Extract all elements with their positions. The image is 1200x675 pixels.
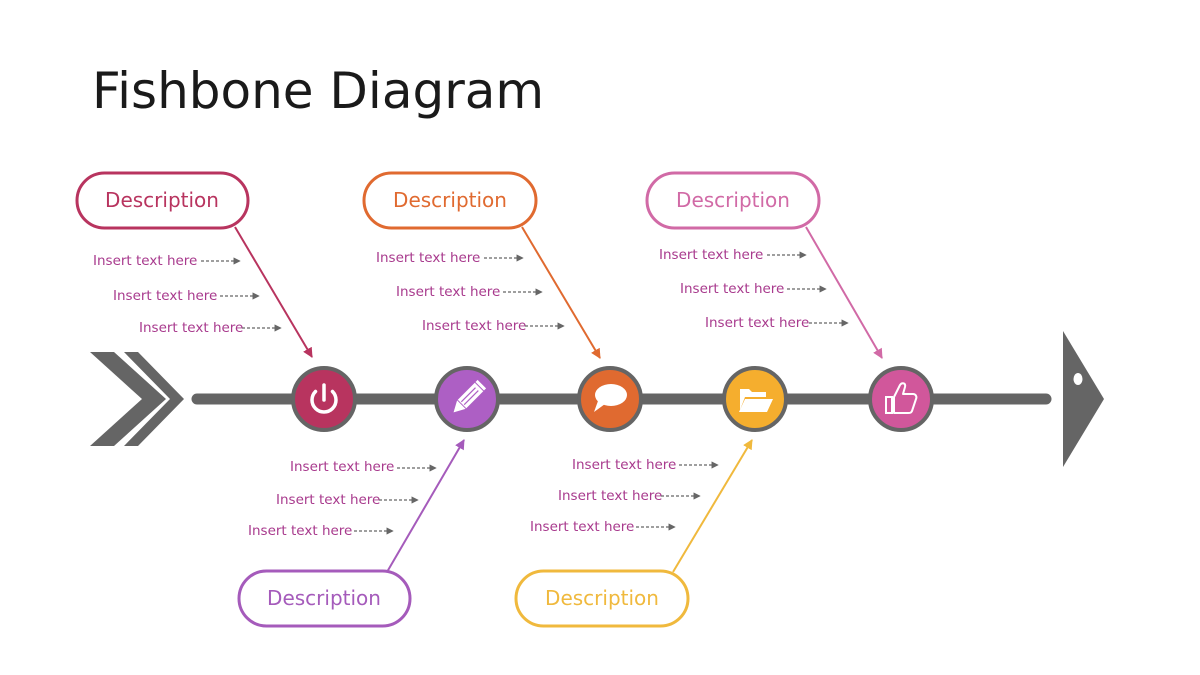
item-text: Insert text here xyxy=(290,459,394,475)
item-text: Insert text here xyxy=(396,284,500,300)
node-pencil xyxy=(434,366,500,432)
item-text: Insert text here xyxy=(113,288,217,304)
description-box xyxy=(75,171,250,230)
branch-line xyxy=(805,226,883,359)
item-text: Insert text here xyxy=(705,315,809,331)
item-text: Insert text here xyxy=(680,281,784,297)
item-text: Insert text here xyxy=(659,247,763,263)
tail-chevron-outer xyxy=(90,352,166,446)
pencil-icon xyxy=(453,379,487,413)
item-text: Insert text here xyxy=(376,250,480,266)
item-text: Insert text here xyxy=(422,318,526,334)
node-chat xyxy=(577,366,643,432)
description-box xyxy=(362,171,538,230)
item-text: Insert text here xyxy=(248,523,352,539)
description-box xyxy=(237,569,412,628)
item-text: Insert text here xyxy=(558,488,662,504)
bottom-branch-2: Description Insert text here Insert text… xyxy=(514,439,753,628)
item-text: Insert text here xyxy=(530,519,634,535)
tail-chevron-inner xyxy=(124,352,184,446)
folder-icon xyxy=(739,389,773,412)
item-text: Insert text here xyxy=(93,253,197,269)
thumbs-up-icon xyxy=(885,382,918,414)
fish-head-shape xyxy=(1063,331,1104,467)
item-text: Insert text here xyxy=(276,492,380,508)
top-branch-2: Description Insert text here Insert text… xyxy=(362,171,601,359)
description-box xyxy=(645,171,821,230)
fish-tail xyxy=(90,352,184,446)
node-thumbs-up xyxy=(868,366,934,432)
power-icon xyxy=(310,383,338,414)
page-title: Fishbone Diagram xyxy=(92,62,545,120)
branch-line xyxy=(234,226,313,358)
fish-eye xyxy=(1073,373,1083,385)
description-label: Description xyxy=(267,586,381,610)
description-box xyxy=(514,569,690,628)
top-branch-1: Description Insert text here Insert text… xyxy=(75,171,313,358)
item-text: Insert text here xyxy=(139,320,243,336)
description-label: Description xyxy=(393,188,507,212)
branch-line xyxy=(386,439,465,573)
description-label: Description xyxy=(676,188,790,212)
branch-line xyxy=(521,226,601,359)
item-text: Insert text here xyxy=(572,457,676,473)
node-circle xyxy=(868,366,934,432)
fish-head xyxy=(1063,331,1104,467)
description-label: Description xyxy=(105,188,219,212)
bottom-branch-1: Description Insert text here Insert text… xyxy=(237,439,465,628)
node-folder xyxy=(722,366,788,432)
chat-bubble-icon xyxy=(594,384,627,412)
description-label: Description xyxy=(545,586,659,610)
node-power xyxy=(291,366,357,432)
top-branch-3: Description Insert text here Insert text… xyxy=(645,171,883,359)
branch-line xyxy=(672,439,753,573)
